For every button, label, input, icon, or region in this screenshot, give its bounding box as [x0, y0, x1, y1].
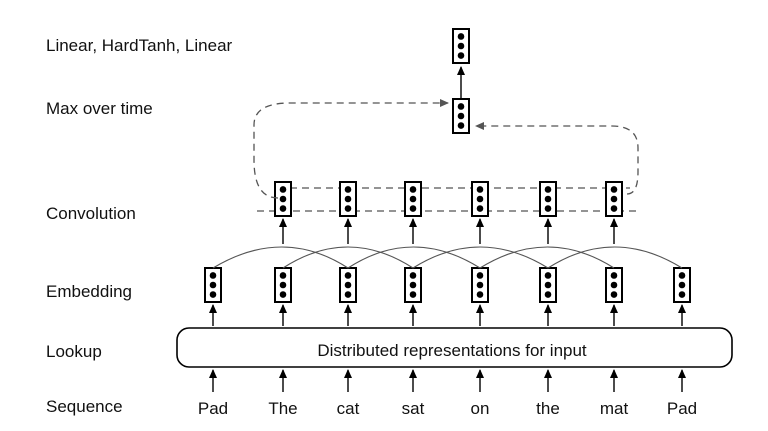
- vector-dot: [279, 205, 287, 212]
- convolution-vector-0: [274, 181, 292, 217]
- vector-dot: [279, 272, 287, 279]
- vector-dot: [279, 186, 287, 193]
- conv-window-arc: [412, 246, 549, 269]
- vector-dot: [409, 205, 417, 212]
- vector-dot: [476, 195, 484, 203]
- vector-dot: [409, 195, 417, 203]
- vector-dot: [344, 186, 352, 193]
- layer-label-embedding: Embedding: [46, 282, 132, 301]
- lookup-box: [176, 327, 733, 368]
- vector-dot: [457, 33, 465, 40]
- layer-label-lookup: Lookup: [46, 342, 102, 361]
- layer-label-convolution: Convolution: [46, 204, 136, 223]
- layer-label-linear: Linear, HardTanh, Linear: [46, 36, 233, 55]
- vector-dot: [409, 281, 417, 289]
- token-pad-7: Pad: [667, 399, 697, 418]
- conv-window-arc: [347, 246, 481, 269]
- embedding-vector-6: [605, 267, 623, 303]
- convolution-vector-2: [404, 181, 422, 217]
- vector-dot: [457, 103, 465, 110]
- convolution-vector-3: [471, 181, 489, 217]
- vector-dot: [457, 112, 465, 120]
- vector-dot: [476, 291, 484, 298]
- vector-dot: [476, 272, 484, 279]
- vector-dot: [409, 272, 417, 279]
- vector-dot: [476, 205, 484, 212]
- vector-dot: [544, 195, 552, 203]
- layer-label-max-over-time: Max over time: [46, 99, 153, 118]
- vector-dot: [544, 272, 552, 279]
- conv-window-arc: [282, 246, 414, 269]
- vector-dot: [209, 272, 217, 279]
- vector-dot: [209, 291, 217, 298]
- vector-dot: [610, 186, 618, 193]
- vector-dot: [678, 281, 686, 289]
- vector-dot: [610, 281, 618, 289]
- convolution-vector-4: [539, 181, 557, 217]
- token-pad-0: Pad: [198, 399, 228, 418]
- linear-output-vector: [452, 28, 470, 64]
- token-mat-6: mat: [600, 399, 629, 418]
- vector-dot: [476, 281, 484, 289]
- vector-dot: [344, 205, 352, 212]
- vector-dot: [279, 291, 287, 298]
- vector-dot: [409, 291, 417, 298]
- token-on-4: on: [471, 399, 490, 418]
- lookup-box-label: Distributed representations for input: [317, 341, 587, 360]
- embedding-vector-5: [539, 267, 557, 303]
- vector-dot: [279, 281, 287, 289]
- dashed-arrow-right-to-max: [475, 122, 639, 195]
- embedding-vector-4: [471, 267, 489, 303]
- layer-label-sequence: Sequence: [46, 397, 123, 416]
- vector-dot: [279, 195, 287, 203]
- vector-dot: [409, 186, 417, 193]
- embedding-vector-3: [404, 267, 422, 303]
- vector-dot: [610, 205, 618, 212]
- vector-dot: [544, 186, 552, 193]
- conv-window-arc: [479, 246, 615, 269]
- embedding-vector-1: [274, 267, 292, 303]
- vector-dot: [544, 205, 552, 212]
- vector-dot: [344, 195, 352, 203]
- token-the-5: the: [536, 399, 560, 418]
- embedding-vector-7: [673, 267, 691, 303]
- convolution-vector-5: [605, 181, 623, 217]
- embedding-vector-0: [204, 267, 222, 303]
- diagram-elements: Pad The cat sat on the mat Pad: [198, 28, 697, 418]
- vector-dot: [610, 272, 618, 279]
- vector-dot: [544, 291, 552, 298]
- vector-dot: [457, 122, 465, 129]
- vector-dot: [678, 291, 686, 298]
- vector-dot: [610, 195, 618, 203]
- conv-window-arc: [212, 246, 349, 269]
- vector-dot: [209, 281, 217, 289]
- token-the-1: The: [268, 399, 297, 418]
- vector-dot: [476, 186, 484, 193]
- conv-window-arc: [547, 246, 683, 269]
- max-over-time-vector: [452, 98, 470, 134]
- vector-dot: [678, 272, 686, 279]
- vector-dot: [457, 42, 465, 50]
- vector-dot: [344, 281, 352, 289]
- vector-dot: [344, 291, 352, 298]
- vector-dot: [457, 52, 465, 59]
- convolution-vector-1: [339, 181, 357, 217]
- vector-dot: [344, 272, 352, 279]
- vector-dot: [610, 291, 618, 298]
- embedding-vector-2: [339, 267, 357, 303]
- vector-dot: [544, 281, 552, 289]
- token-sat-3: sat: [402, 399, 425, 418]
- dashed-arrow-left-to-max: [253, 99, 449, 199]
- token-cat-2: cat: [337, 399, 360, 418]
